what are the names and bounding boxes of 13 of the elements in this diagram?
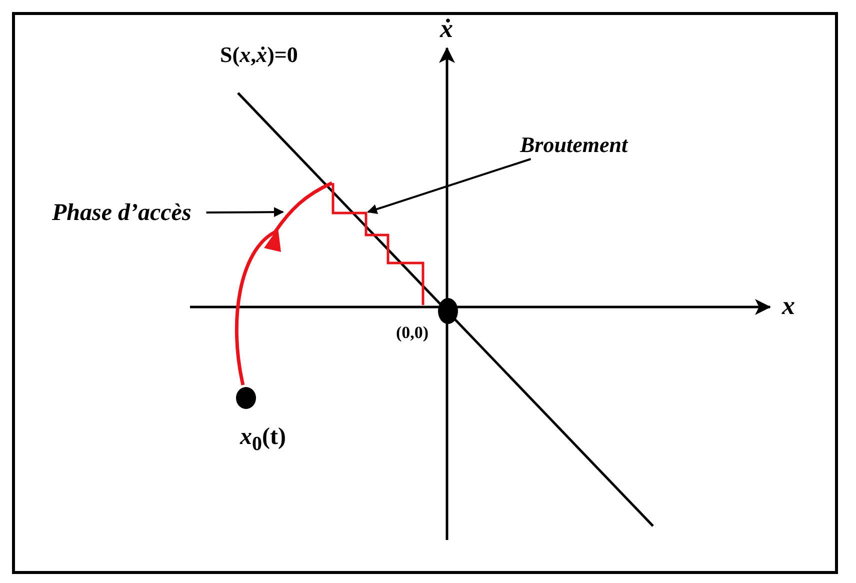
trajectory-curve: [235, 181, 333, 386]
annotation-text: Phase d’accès: [52, 201, 192, 225]
axis-label: ẋ: [440, 16, 453, 42]
leader-arrow: [206, 207, 284, 218]
annotation-text: Broutement: [520, 134, 628, 156]
equation-label: S(x,ẋ)=0: [220, 44, 298, 66]
axis-label: x: [782, 293, 795, 319]
staircase-path: [332, 183, 424, 305]
start-point: [236, 387, 256, 409]
coordinate-label: (0,0): [396, 324, 429, 341]
point-label: x$_{0}$(t): [240, 425, 286, 454]
leader-arrow: [367, 158, 532, 214]
origin-point: [438, 298, 458, 324]
